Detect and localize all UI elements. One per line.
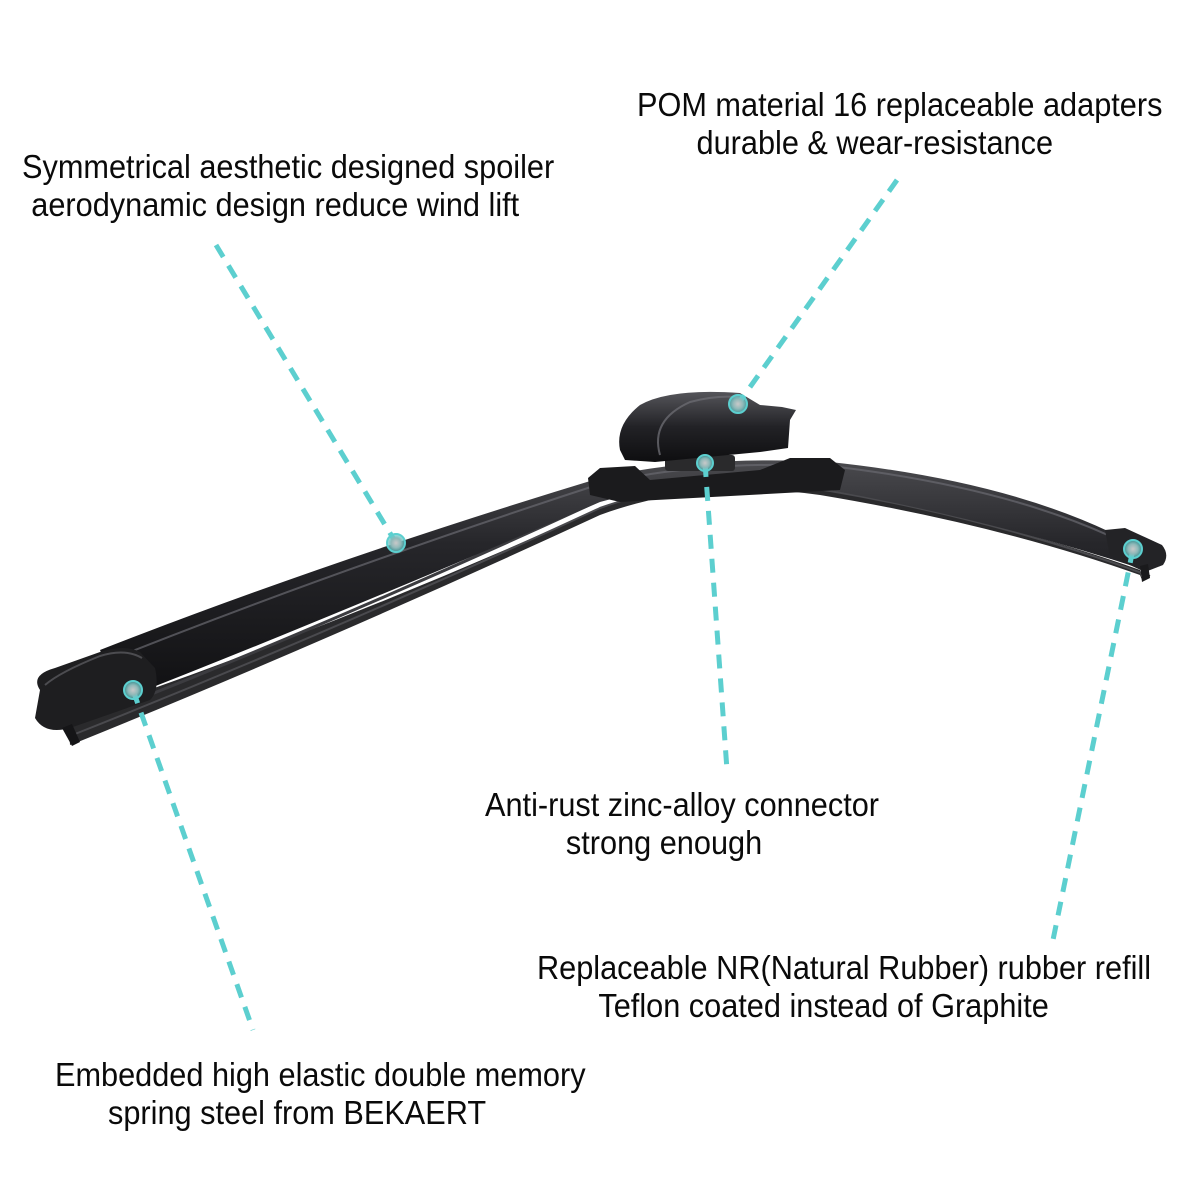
callout-connector: Anti-rust zinc-alloy connector strong en…	[485, 786, 879, 862]
callout-connector-line2: strong enough	[565, 824, 763, 861]
spoiler-body	[100, 460, 1164, 700]
anchor-dot-pom-adapters	[728, 394, 748, 414]
callout-connector-line1: Anti-rust zinc-alloy connector	[485, 786, 880, 823]
anchor-dot-spoiler	[386, 533, 406, 553]
anchor-dot-spring-steel	[123, 680, 143, 700]
pom-adapter	[619, 391, 796, 462]
callout-spring-steel: Embedded high elastic double memory spri…	[55, 1056, 586, 1132]
callout-pom-adapters-line2: durable & wear-resistance	[696, 124, 1054, 161]
callout-pom-adapters: POM material 16 replaceable adapters dur…	[637, 86, 1162, 162]
leader-line-rubber-refill	[1050, 548, 1136, 941]
leader-line-connector	[702, 462, 730, 771]
anchor-dot-rubber-refill	[1123, 539, 1143, 559]
callout-spoiler: Symmetrical aesthetic designed spoiler a…	[22, 148, 554, 224]
leader-line-spring-steel	[130, 689, 256, 1031]
callout-spoiler-line2: aerodynamic design reduce wind lift	[31, 186, 520, 223]
callout-rubber-refill-line1: Replaceable NR(Natural Rubber) rubber re…	[537, 949, 1152, 986]
leader-line-pom-adapters	[735, 178, 900, 406]
leader-line-spoiler	[213, 243, 399, 545]
callout-spoiler-line1: Symmetrical aesthetic designed spoiler	[22, 148, 555, 185]
left-end-cap	[35, 648, 157, 746]
connector-base	[588, 455, 845, 502]
callout-spring-steel-line2: spring steel from BEKAERT	[108, 1094, 487, 1131]
callout-rubber-refill: Replaceable NR(Natural Rubber) rubber re…	[537, 949, 1151, 1025]
callout-spring-steel-line1: Embedded high elastic double memory	[55, 1056, 586, 1093]
callout-pom-adapters-line1: POM material 16 replaceable adapters	[637, 86, 1163, 123]
anchor-dot-connector	[696, 454, 714, 472]
callout-rubber-refill-line2: Teflon coated instead of Graphite	[598, 987, 1049, 1024]
leader-lines	[130, 178, 1136, 1031]
anchor-dots	[123, 394, 1143, 700]
